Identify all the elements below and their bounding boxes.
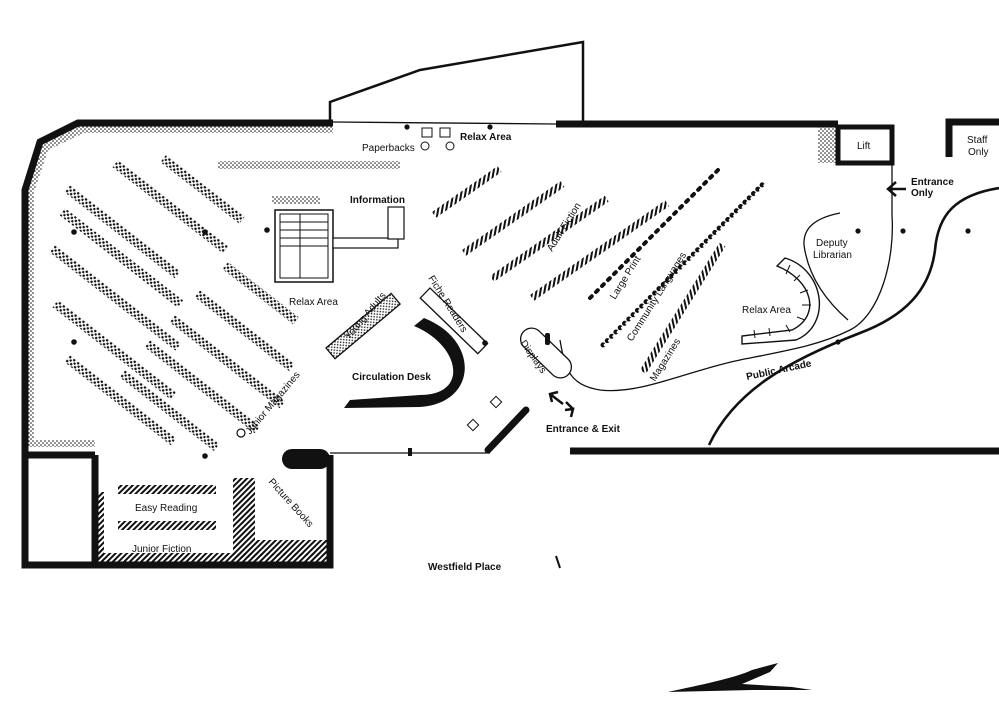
children-area (95, 478, 329, 563)
picture-books-label: Picture Books (266, 477, 315, 530)
adult-fiction-label: Adult Fiction (545, 201, 583, 253)
relax-seating (741, 257, 821, 345)
circulation-desk-label: Circulation Desk (352, 372, 431, 383)
junior-fiction-label: Junior Fiction (132, 544, 191, 555)
building-walls (21, 40, 999, 569)
lift (835, 124, 895, 166)
entrance-exit-label: Entrance & Exit (546, 424, 621, 435)
relax-area-top-label: Relax Area (460, 132, 512, 143)
adult-fiction-shelving (431, 166, 726, 374)
westfield-place-label: Westfield Place (428, 562, 502, 573)
paperbacks-label: Paperbacks (362, 143, 415, 154)
information-label: Information (350, 195, 405, 206)
arrow-left-icon (886, 181, 906, 197)
paperbacks-area (404, 124, 493, 151)
librarian-label: Librarian (813, 250, 852, 261)
large-print-shelving (588, 166, 769, 348)
scan-mark (668, 663, 812, 692)
junior-shelving (49, 155, 299, 451)
staff-only-label: Only (968, 147, 989, 158)
public-arcade-label: Public Arcade (745, 358, 813, 383)
displays-unit (519, 327, 573, 379)
double-diagonal-arrow-icon (548, 390, 575, 418)
entrance-only-label-1: Entrance (911, 177, 954, 188)
relax-area-left-label: Relax Area (289, 297, 338, 308)
information-area (71, 206, 405, 459)
entrance-security-gates (466, 395, 530, 454)
entrance-only-label-2: Only (911, 188, 934, 199)
easy-reading-label: Easy Reading (135, 503, 197, 514)
lift-label: Lift (857, 141, 871, 152)
deputy-label: Deputy (816, 238, 848, 249)
young-adults-shelf (325, 292, 402, 360)
perimeter-shelving (27, 126, 836, 447)
fiche-readers (419, 287, 489, 355)
junior-magazines-stand (236, 428, 246, 438)
relax-area-right-label: Relax Area (742, 305, 791, 316)
staff-label: Staff (967, 135, 988, 146)
